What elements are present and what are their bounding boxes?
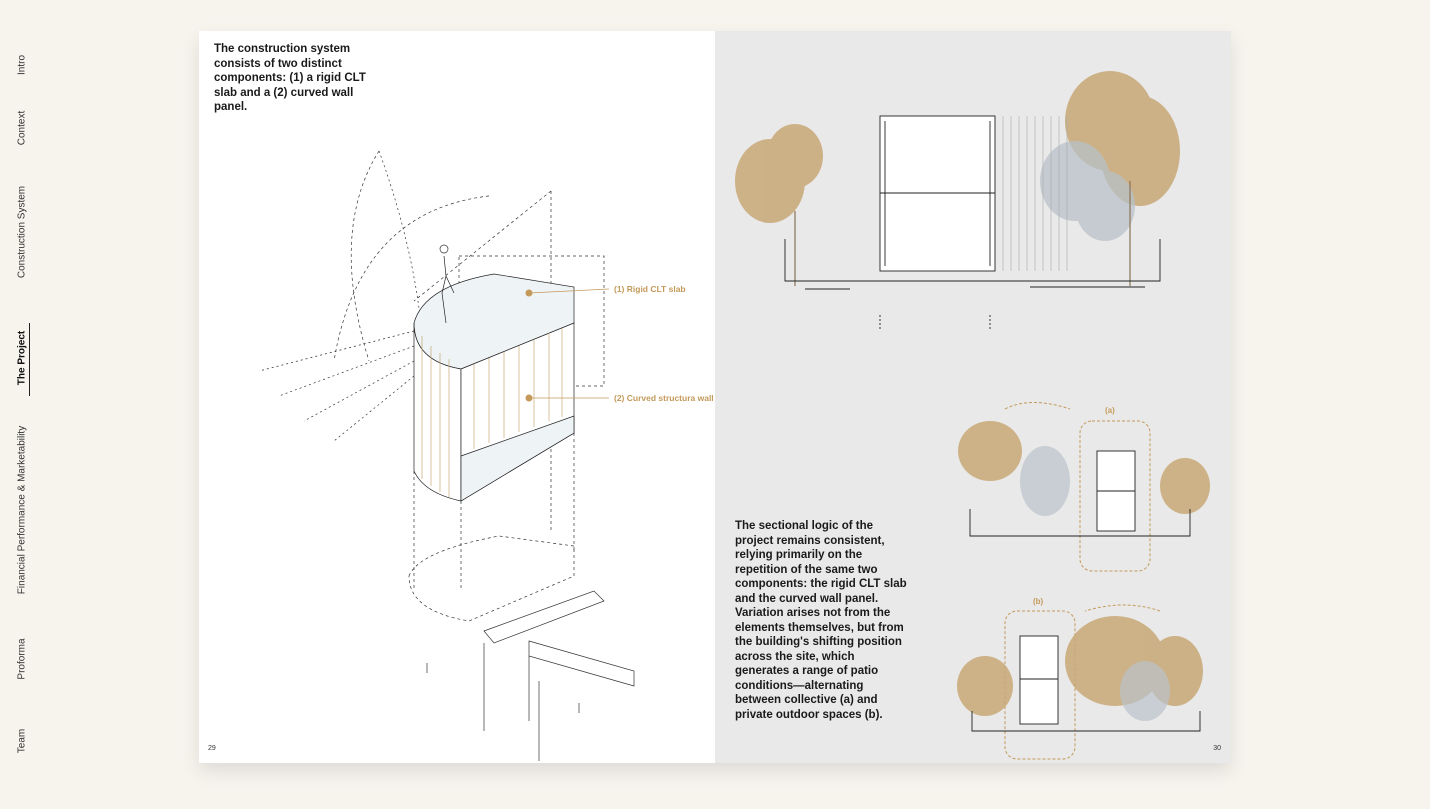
axonometric-diagram — [258, 150, 635, 761]
intro-text: The construction system consists of two … — [214, 43, 366, 113]
nav-active-indicator — [29, 323, 30, 396]
nav-item-context[interactable]: Context — [16, 110, 28, 146]
page-number-right: 30 — [1213, 745, 1221, 752]
nav-item-financial-performance[interactable]: Financial Performance & Marketability — [16, 425, 28, 595]
nav-item-intro[interactable]: Intro — [16, 54, 28, 76]
right-page: (a) (b) — [715, 31, 1231, 763]
section-drawing-b: (b) — [957, 597, 1203, 760]
label-collective-a: (a) — [1105, 406, 1115, 415]
left-page: The construction system consists of two … — [199, 31, 715, 763]
nav-item-construction-system[interactable]: Construction System — [16, 185, 28, 279]
nav-item-the-project[interactable]: The Project — [16, 330, 28, 386]
book-spread: The construction system consists of two … — [199, 31, 1231, 763]
section-nav: Intro Context Construction System The Pr… — [0, 0, 60, 809]
page-number-left: 29 — [208, 745, 216, 752]
label-private-b: (b) — [1033, 597, 1044, 606]
callout-rigid-clt-slab: (1) Rigid CLT slab — [614, 284, 686, 294]
nav-item-proforma[interactable]: Proforma — [16, 638, 28, 680]
callout-curved-wall: (2) Curved structura wall — [614, 393, 714, 403]
section-text: The sectional logic of the project remai… — [735, 520, 907, 721]
elevation-drawing: (a) — [735, 71, 1210, 572]
nav-item-team[interactable]: Team — [16, 728, 28, 754]
